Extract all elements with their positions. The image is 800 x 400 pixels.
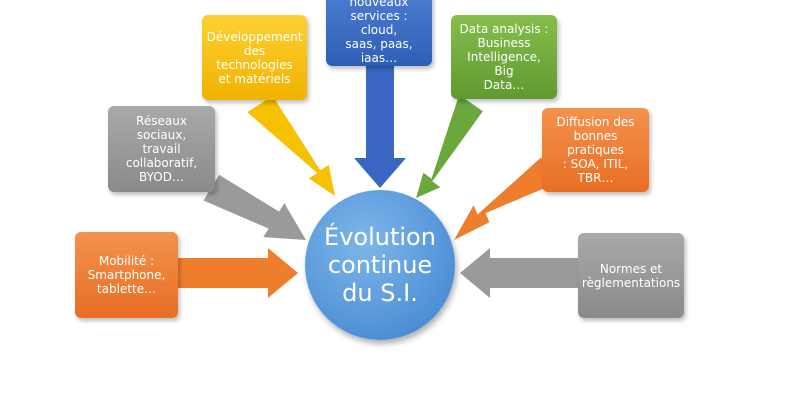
node-reseaux: Réseaux sociaux, travail collaboratif, B… — [108, 106, 215, 192]
node-data: Data analysis : Business Intelligence, B… — [451, 15, 557, 99]
node-mobilite: Mobilité : Smartphone, tablette… — [75, 232, 178, 318]
node-label: Mobilité : Smartphone, tablette… — [87, 254, 166, 296]
node-label: Développement des technologies et matéri… — [206, 29, 303, 86]
center-circle: Évolution continue du S.I. — [305, 190, 455, 340]
node-label: Réseaux sociaux, travail collaboratif, B… — [125, 114, 198, 184]
node-label: Diffusion des bonnes pratiques : SOA, IT… — [556, 115, 635, 185]
node-label: Émergence de nouveaux services : cloud, … — [345, 0, 413, 65]
arrow-emergence — [354, 66, 406, 188]
arrow-diffusion — [454, 157, 553, 240]
arrow-data — [416, 94, 483, 198]
node-diffusion: Diffusion des bonnes pratiques : SOA, IT… — [542, 108, 649, 192]
node-label: Data analysis : Business Intelligence, B… — [459, 22, 549, 92]
center-label: Évolution continue du S.I. — [324, 223, 436, 307]
arrow-developpement — [247, 96, 335, 196]
arrow-reseaux — [203, 174, 306, 240]
node-normes: Normes et règlementations — [578, 233, 684, 318]
node-label: Normes et règlementations — [581, 261, 681, 290]
arrow-normes — [460, 248, 578, 298]
node-emergence: Émergence de nouveaux services : cloud, … — [326, 0, 432, 66]
node-developpement: Développement des technologies et matéri… — [202, 15, 307, 100]
arrow-mobilite — [178, 248, 298, 298]
